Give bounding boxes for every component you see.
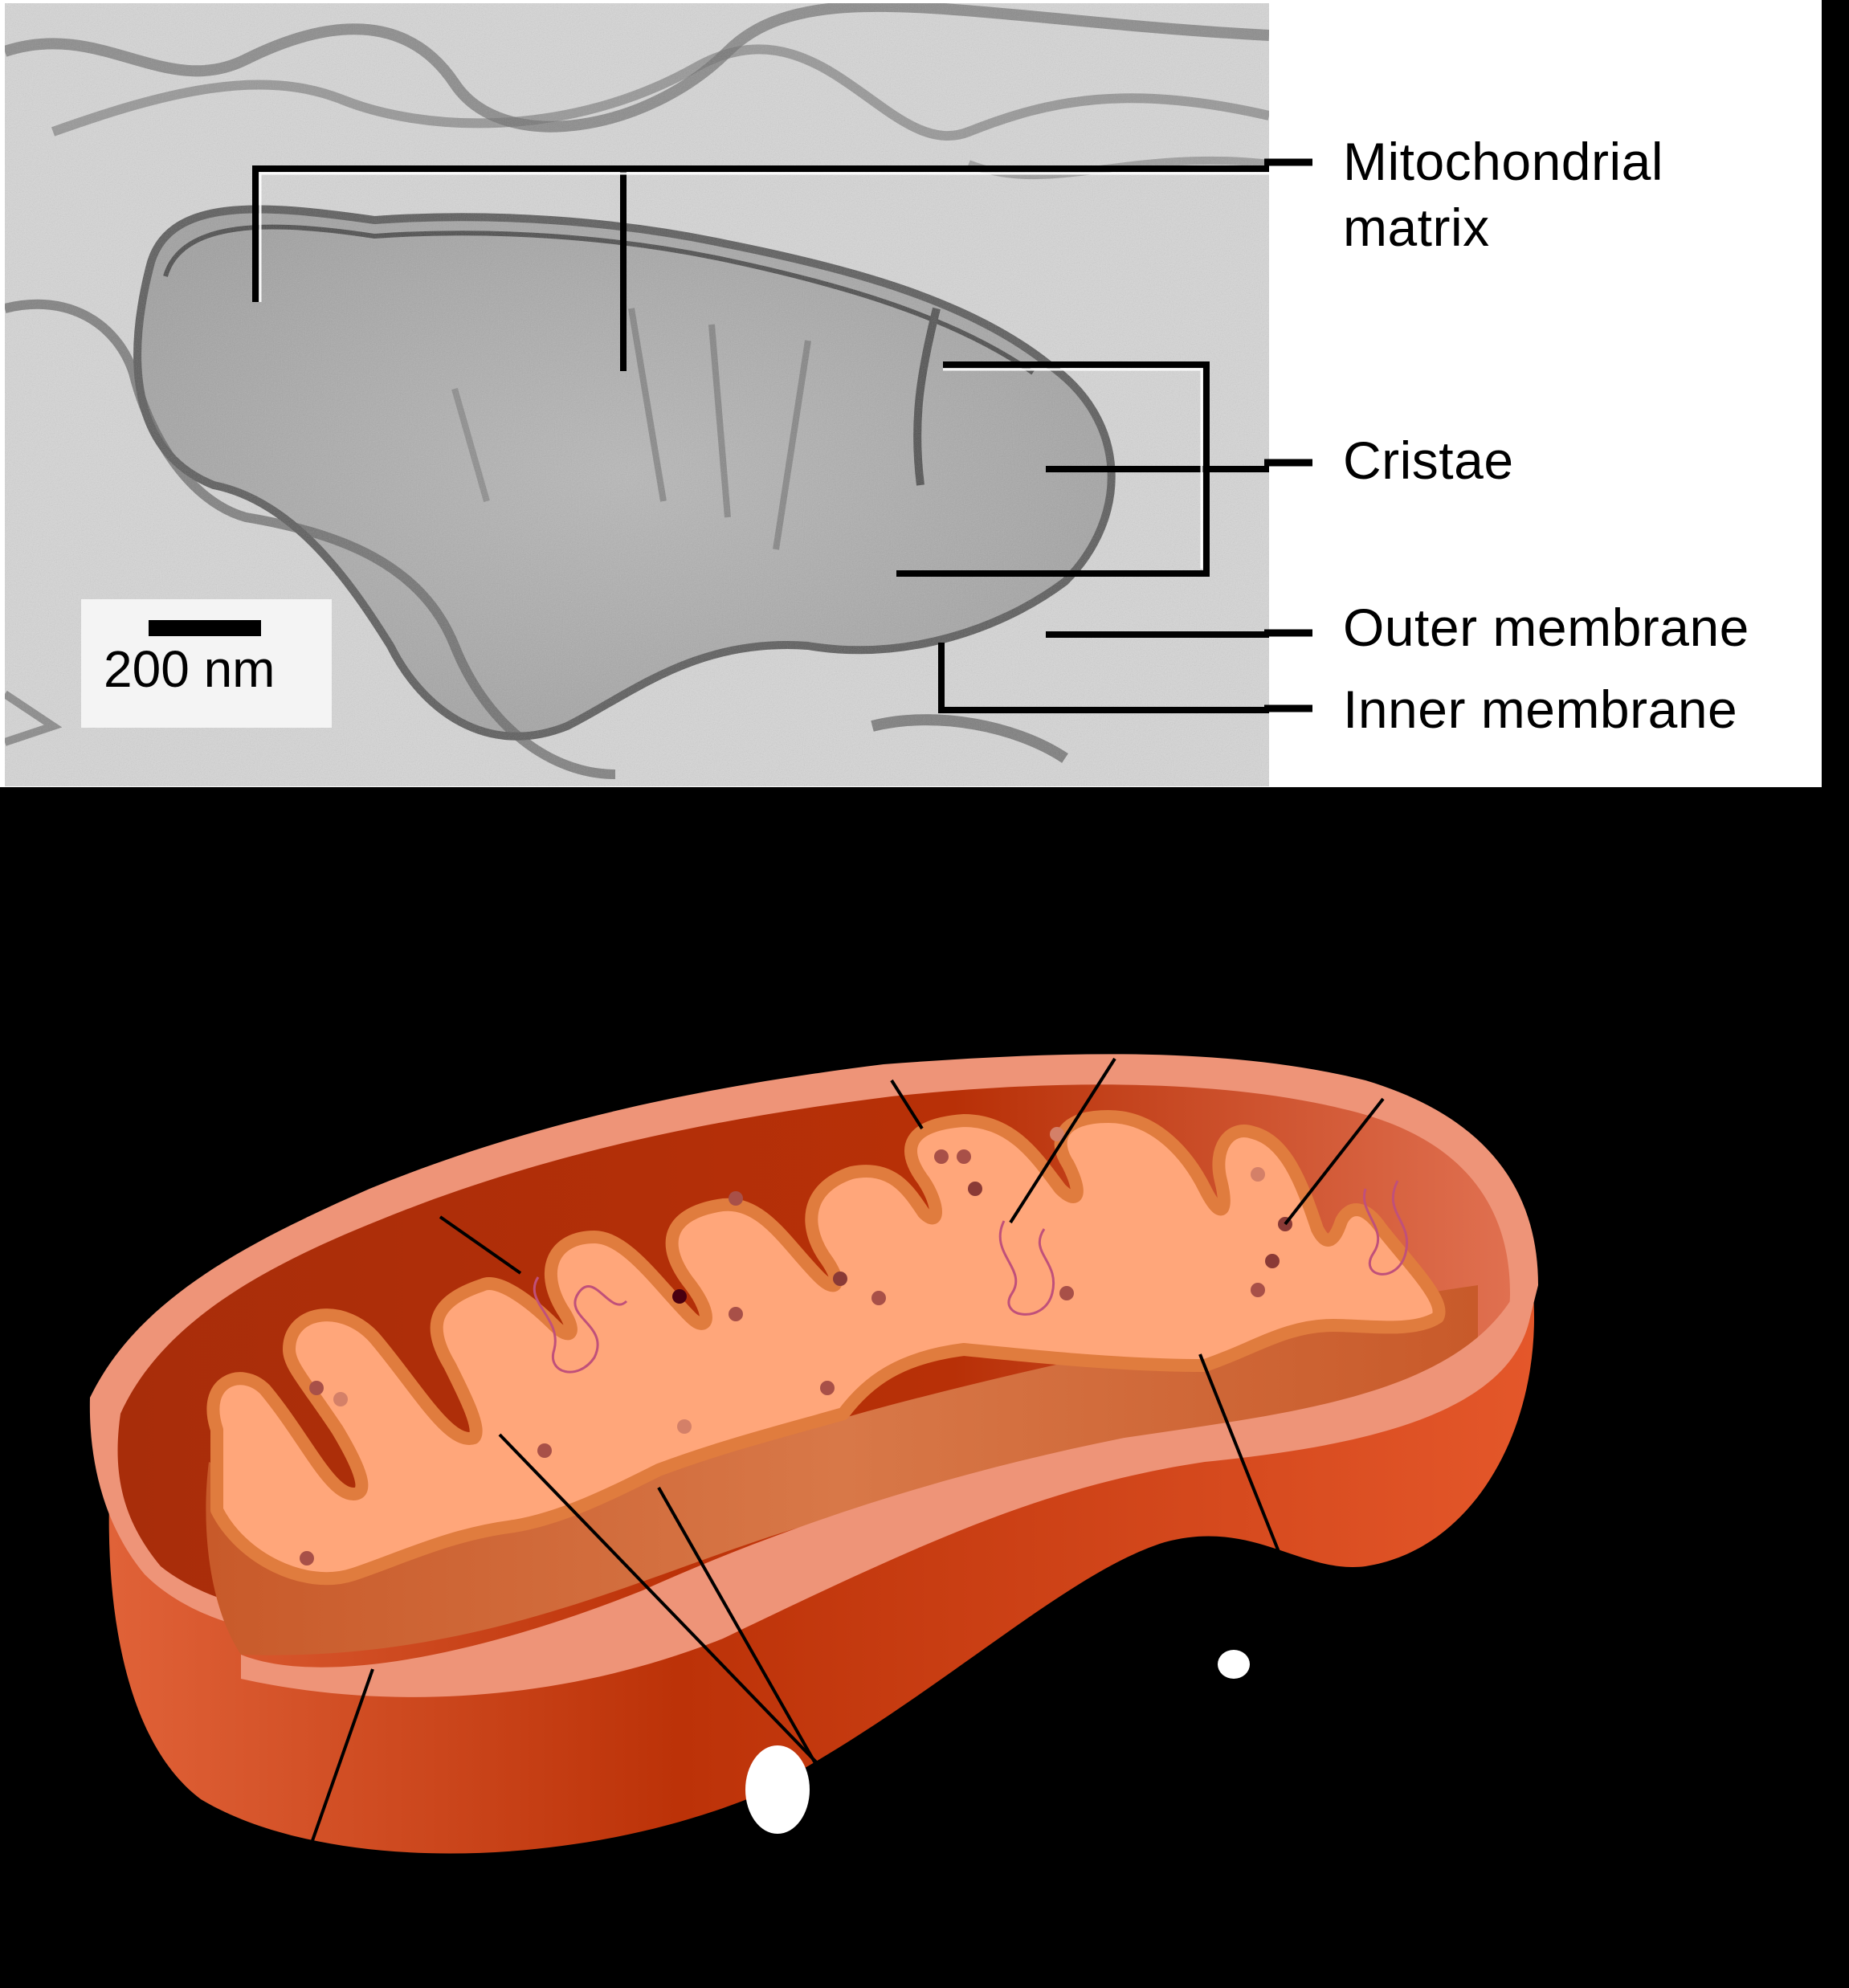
electron-micrograph: 200 nm (5, 3, 1269, 786)
scale-bar: 200 nm (81, 599, 332, 728)
label-matrix-line1: Mitochondrial (1343, 132, 1664, 191)
illustration-leader-lines (308, 1057, 1385, 1848)
label-matrix-line2: matrix (1343, 198, 1490, 257)
label-cristae: Cristae (1343, 431, 1514, 490)
outer-membrane-shell (108, 1056, 1535, 1854)
white-circle-small (1218, 1650, 1250, 1679)
label-mitochondrial-matrix: Mitochondrial matrix (1343, 129, 1663, 260)
matrix (206, 1110, 1446, 1586)
scale-bar-line (149, 620, 261, 636)
ribosomes (300, 1127, 1292, 1565)
white-circle-large (745, 1745, 810, 1834)
mitochondrial-dna (533, 1180, 1409, 1374)
label-inner-membrane: Inner membrane (1343, 680, 1738, 739)
scale-bar-label: 200 nm (104, 640, 276, 698)
label-outer-membrane: Outer membrane (1343, 598, 1749, 657)
